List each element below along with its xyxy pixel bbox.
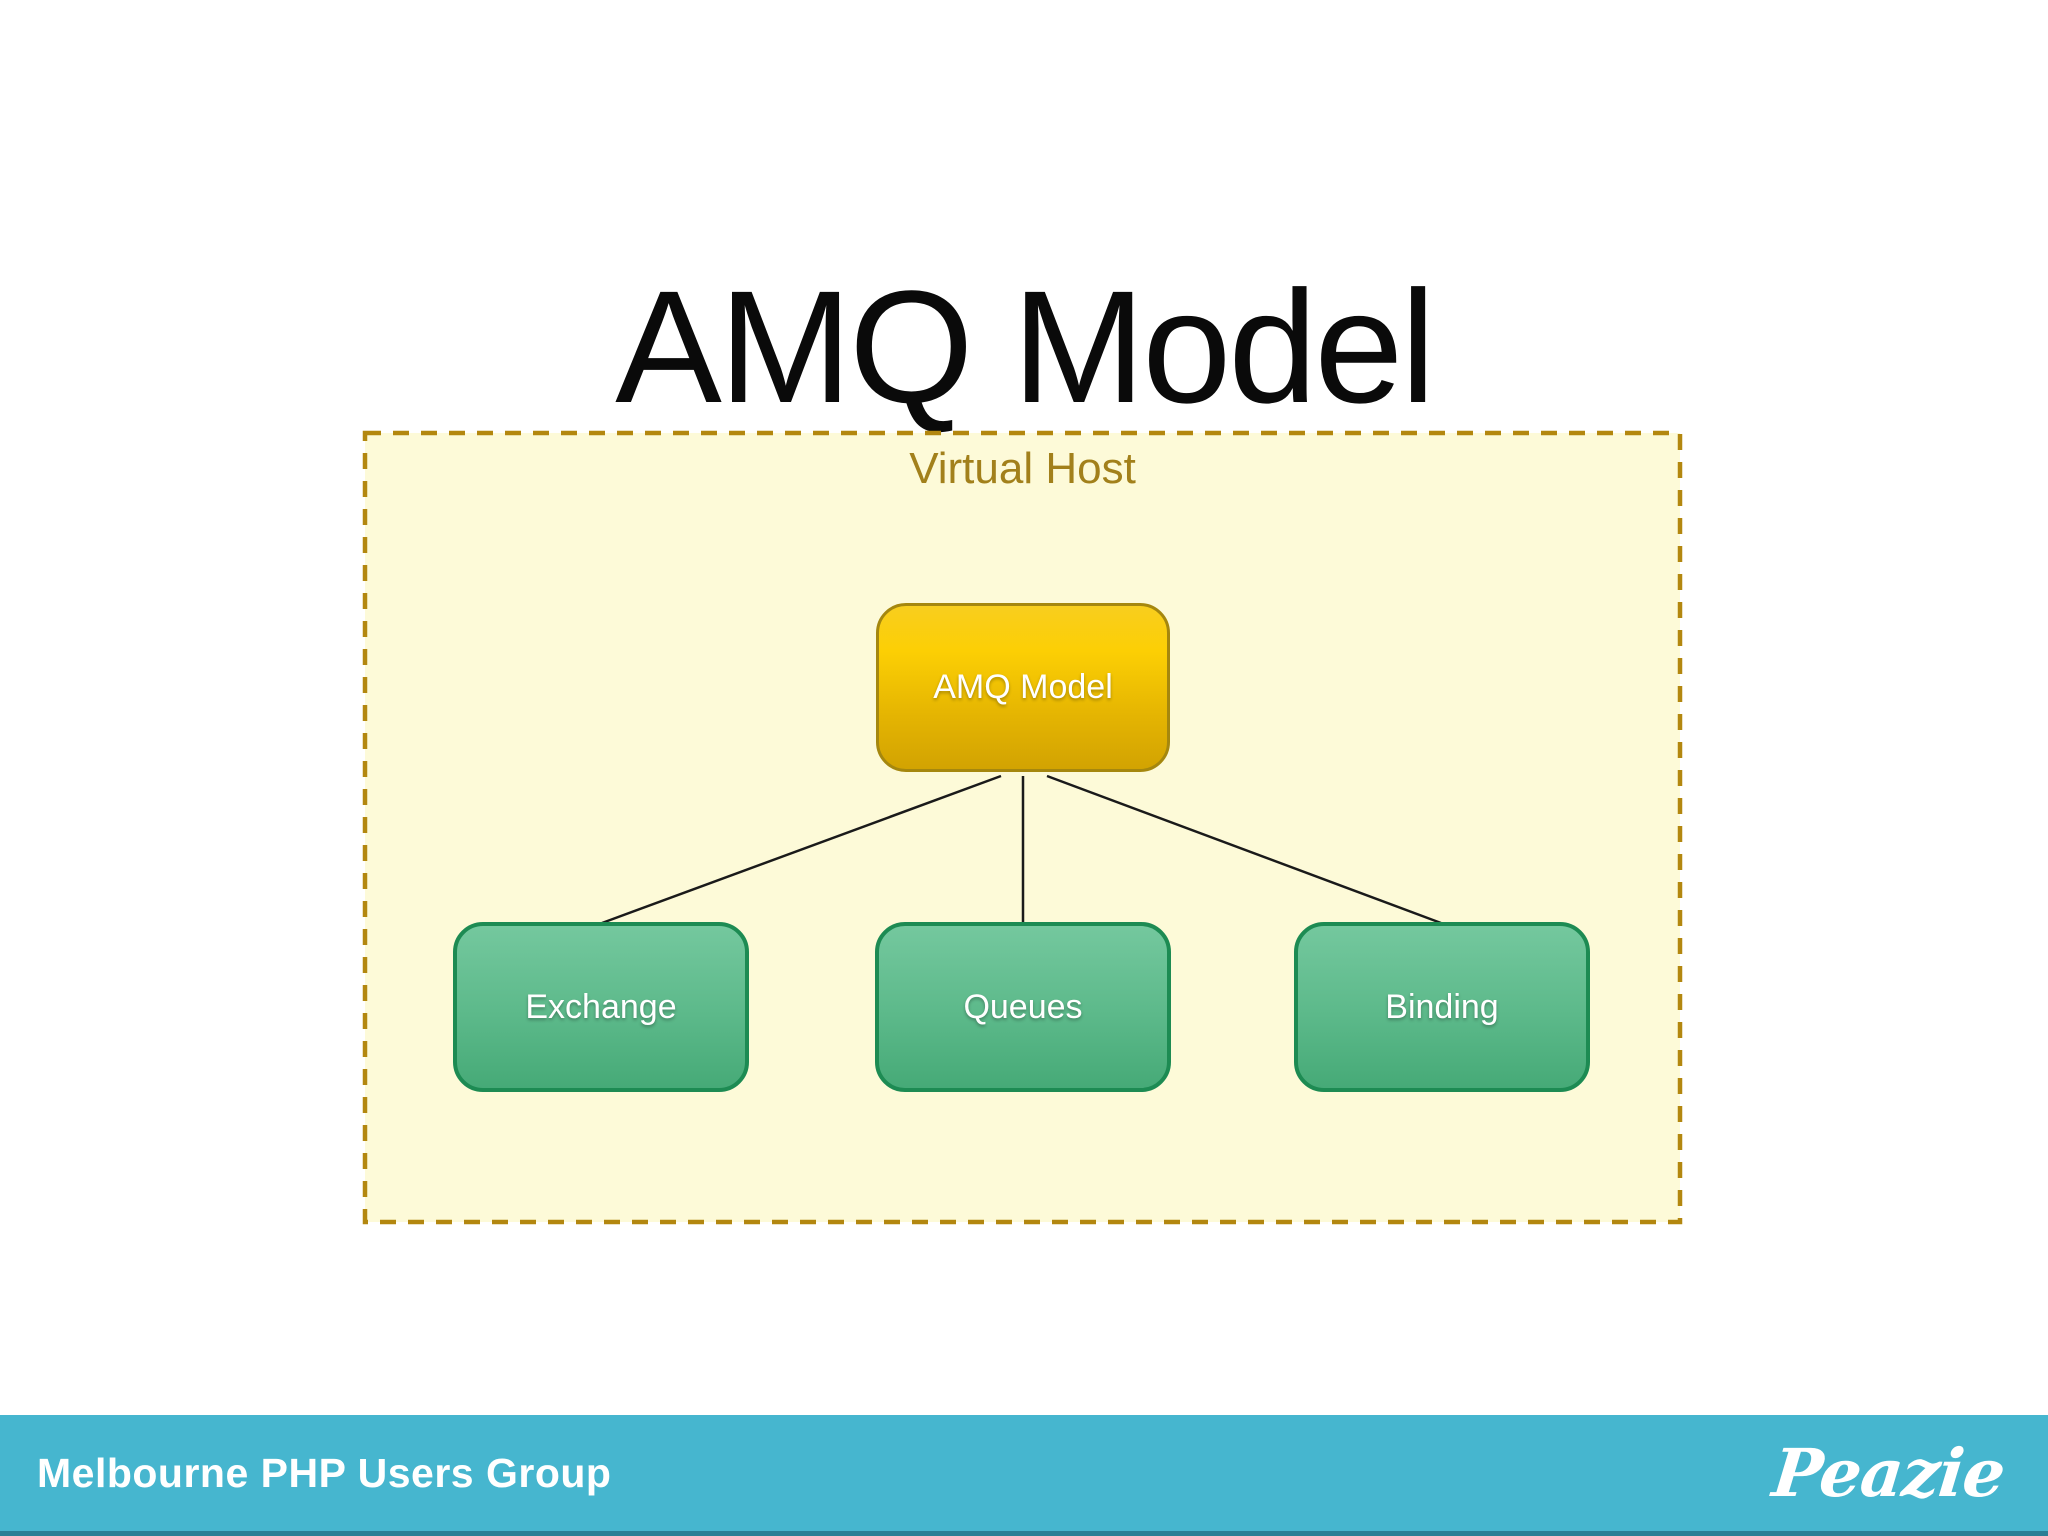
node-amq-model: AMQ Model (876, 603, 1170, 772)
connector-root-to-binding (1046, 774, 1442, 925)
node-exchange-label: Exchange (525, 987, 677, 1026)
peazie-logo: Peazie (1768, 1434, 2009, 1512)
footer-bar: Melbourne PHP Users Group Peazie (0, 1415, 2048, 1536)
virtual-host-dashed-border (362, 430, 1683, 1225)
node-amq-model-label: AMQ Model (933, 668, 1113, 706)
node-binding: Binding (1294, 922, 1590, 1092)
node-queues: Queues (875, 922, 1171, 1092)
node-exchange: Exchange (453, 922, 749, 1092)
connector-root-to-exchange (601, 774, 1002, 925)
node-binding-label: Binding (1385, 987, 1499, 1026)
footer-group-name: Melbourne PHP Users Group (37, 1449, 612, 1496)
virtual-host-label: Virtual Host (909, 444, 1136, 493)
slide-title: AMQ Model (615, 257, 1436, 437)
node-queues-label: Queues (963, 987, 1083, 1026)
